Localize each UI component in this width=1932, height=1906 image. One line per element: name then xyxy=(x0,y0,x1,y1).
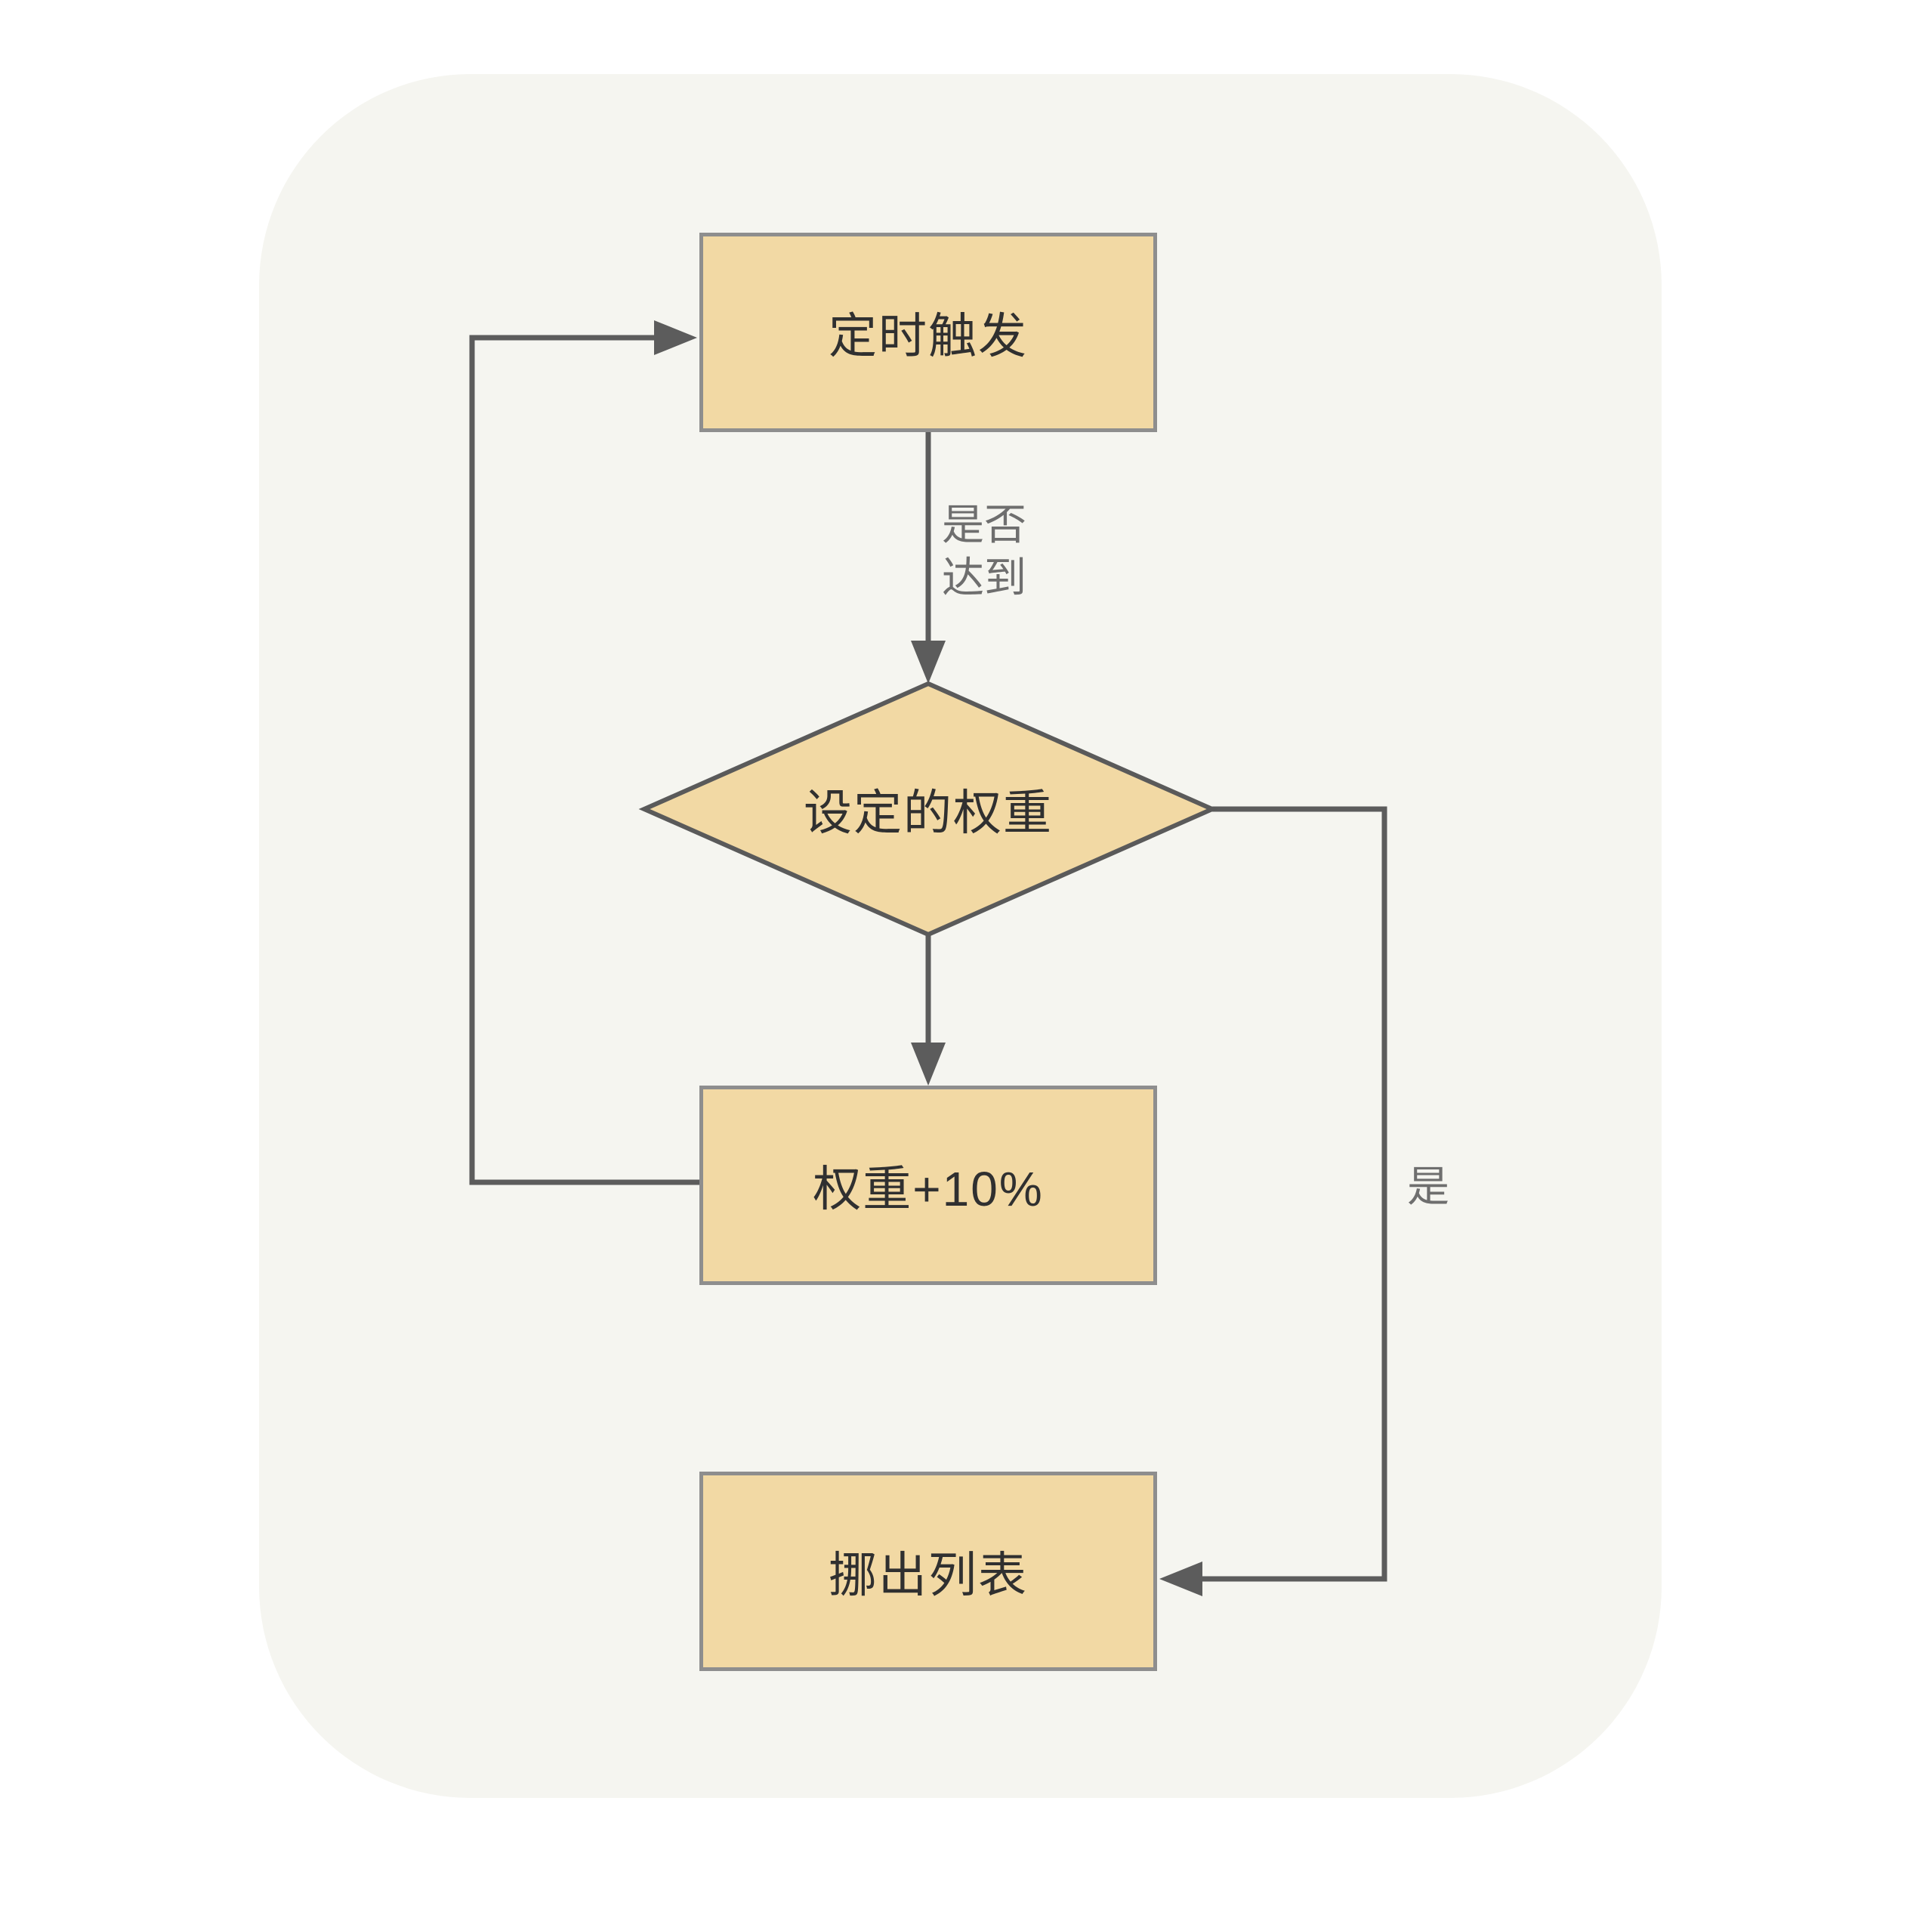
node-timed-trigger: 定时触发 xyxy=(699,233,1157,432)
node-timed-trigger-label: 定时触发 xyxy=(829,309,1028,363)
node-move-out-of-list: 挪出列表 xyxy=(699,1472,1157,1671)
node-set-weight-decision: 设定的权重 xyxy=(644,684,1212,934)
node-weight-plus-10-label: 权重+10% xyxy=(813,1162,1044,1216)
edge-label-whether-reached: 是否 达到 xyxy=(942,501,1026,601)
edge-label-yes: 是 xyxy=(1407,1163,1449,1210)
node-set-weight-label: 设定的权重 xyxy=(804,786,1053,840)
node-move-out-of-list-label: 挪出列表 xyxy=(829,1548,1028,1602)
node-weight-plus-10: 权重+10% xyxy=(699,1086,1157,1285)
